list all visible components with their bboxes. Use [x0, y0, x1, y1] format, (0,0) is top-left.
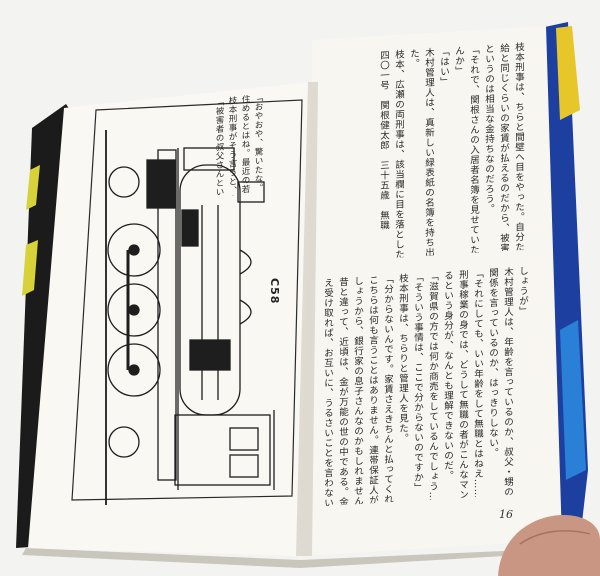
text-column: 「それで、関根さんの入居者名簿を見せていただけませ	[468, 44, 479, 263]
text-column: 「はい」	[438, 46, 449, 88]
text-column: こちらは何も言うことはありません。連帯保証人がついて	[367, 274, 378, 507]
text-column: 「被害者の叔父さんというのは、もっと年配の方のはずで	[214, 97, 224, 199]
hand	[498, 515, 600, 576]
text-column: 「分からないんです。家賃さえきちんと払ってくれるのなら、	[382, 273, 393, 507]
text-column: 関係を言っているのか、はっきりしない。	[487, 267, 498, 459]
locomotive-drawing	[105, 130, 275, 505]
text-column: 枝本、広瀬の両刑事は、該当欄に目を落とした。	[393, 49, 404, 263]
text-column: 枝本刑事は、ちらと間壁へ目をやった。自分たちの月	[513, 41, 524, 263]
text-column: 木村管理人は、年齢を言っているのか、叔父・甥の	[502, 266, 513, 498]
text-column: 「それにしても、いい年齢をして無職とはねえ……」	[472, 268, 483, 507]
text-column: た。	[408, 48, 419, 69]
figure-caption: C58	[268, 278, 281, 305]
text-column: というのは相当な金持ちなのだろう。	[483, 43, 494, 215]
text-column: しょうから、銀行家の息子さんなのかもしれません……」	[352, 275, 363, 507]
text-column: 給と同じくらいの家賃が払えるのだから、被害者の叔父	[498, 42, 509, 263]
text-column: しょうが」	[517, 265, 528, 317]
right-page-upper-text: 枝本刑事は、ちらと間壁へ目をやった。自分たちの月 給と同じくらいの家賃が払えるの…	[318, 42, 526, 263]
text-column: 昔と違って、近頃は、金が万能の世の中である。金さ	[337, 276, 348, 507]
text-column: 木村管理人は、真新しい緑表紙の名簿を持ち出して来	[423, 47, 434, 263]
text-column: え受け取れば、お互いに、うるさいことを言わないの	[322, 277, 333, 507]
text-column: るという身分が、なんとも理解できないのだ。	[442, 270, 453, 481]
left-page-text: 「おやおや、驚いたな。二十五歳の若さで、こんな所に 住めるとはね。最近の若い連中…	[204, 93, 264, 199]
right-page-lower-text: しょうが」 木村管理人は、年齢を言っているのか、叔父・甥の 関係を言っているのか…	[318, 266, 530, 507]
text-column: 「おやおや、驚いたな。二十五歳の若さで、こんな所に	[253, 93, 263, 199]
text-column: 「そういう事情は、ここで分からないのですか」	[412, 272, 423, 493]
text-column: 住めるとはね。最近の若い連中は、金まわりがいいですな」	[240, 94, 250, 199]
text-column: 四〇一号 関根健太郎 三十五歳 無職	[378, 50, 389, 231]
page-number: 16	[499, 508, 513, 521]
text-column: んか」	[453, 45, 464, 77]
text-column: 枝本刑事は、ちらりと管理人を見た。	[397, 272, 408, 444]
text-column: 刑事稼業の身では、どうして無職の者がこんなマンションに住め	[457, 269, 468, 507]
text-column: 「滋賀県の方では何か商売をしているんでしょう……」	[427, 271, 438, 507]
left-page	[28, 82, 312, 556]
right-page	[300, 26, 562, 556]
figure-frame	[71, 99, 303, 501]
text-column: 枝本刑事がそう言うと、木村管理人は首をかしげた。	[227, 96, 237, 199]
